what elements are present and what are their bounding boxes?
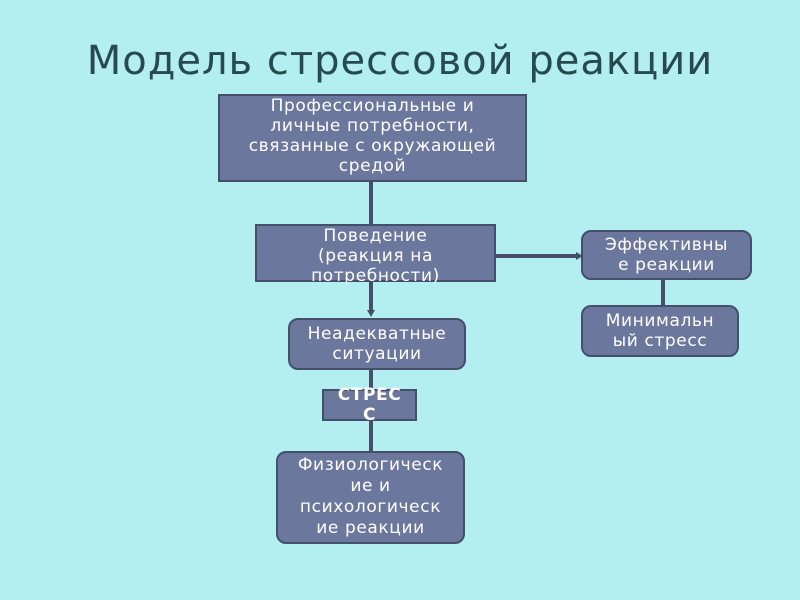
node-effective-reactions-label: Эффективны е реакции bbox=[604, 235, 729, 275]
node-inadequate-situations: Неадекватные ситуации bbox=[288, 318, 466, 370]
connector-inadequate-stress bbox=[369, 368, 373, 390]
node-behavior-label: Поведение (реакция на потребности) bbox=[311, 226, 440, 286]
node-inadequate-situations-label: Неадекватные ситуации bbox=[307, 324, 447, 364]
node-behavior: Поведение (реакция на потребности) bbox=[255, 224, 496, 286]
slide-title: Модель стрессовой реакции bbox=[86, 38, 714, 84]
node-stress-label: СТРЕС С bbox=[337, 385, 402, 425]
node-effective-reactions: Эффективны е реакции bbox=[581, 230, 752, 280]
arrow-head-inadequate bbox=[367, 310, 375, 317]
connector-stress-reactions bbox=[369, 418, 373, 452]
arrow-head-effective bbox=[576, 252, 583, 260]
node-minimal-stress: Минимальн ый стресс bbox=[581, 305, 739, 357]
connector-behavior-inadequate bbox=[369, 282, 373, 312]
node-reactions: Физиологическ ие и психологическ ие реак… bbox=[276, 451, 465, 544]
node-reactions-label: Физиологическ ие и психологическ ие реак… bbox=[297, 455, 444, 538]
connector-needs-behavior bbox=[369, 180, 373, 224]
node-needs: Профессиональные и личные потребности, с… bbox=[218, 94, 527, 182]
node-stress: СТРЕС С bbox=[322, 385, 417, 425]
node-needs-label: Профессиональные и личные потребности, с… bbox=[248, 96, 497, 176]
node-minimal-stress-label: Минимальн ый стресс bbox=[605, 311, 715, 351]
connector-effective-minimal bbox=[661, 279, 665, 305]
connector-behavior-effective bbox=[496, 254, 576, 258]
